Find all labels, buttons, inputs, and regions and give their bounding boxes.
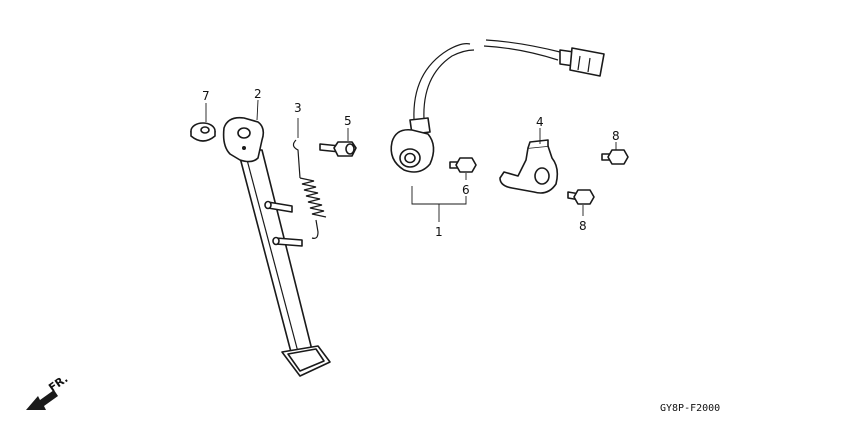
part-6-bolt — [449, 157, 477, 173]
front-arrow-icon — [26, 390, 58, 410]
part-7-nut — [190, 122, 216, 142]
front-direction-label: FR. — [46, 372, 70, 394]
callout-5: 5 — [344, 114, 352, 128]
callout-7: 7 — [202, 89, 210, 103]
callout-6: 6 — [462, 183, 470, 197]
part-3-spring — [292, 139, 327, 239]
part-1-switch — [390, 43, 475, 173]
callout-8-upper: 8 — [612, 129, 620, 143]
part-8-bolt-lower — [567, 189, 595, 205]
callout-1: 1 — [435, 225, 443, 239]
bracket-1 — [411, 186, 467, 205]
leader-2 — [256, 99, 259, 121]
part-5-bolt — [319, 141, 357, 157]
callout-8-lower: 8 — [579, 219, 587, 233]
callout-2: 2 — [254, 87, 262, 101]
diagram-code: GY8P-F2000 — [660, 403, 720, 414]
part-4-bracket — [499, 139, 559, 194]
callout-4: 4 — [536, 115, 544, 129]
switch-connector — [483, 39, 605, 77]
callout-3: 3 — [294, 101, 302, 115]
part-2-side-stand — [222, 116, 331, 377]
part-8-bolt-upper — [601, 149, 629, 165]
